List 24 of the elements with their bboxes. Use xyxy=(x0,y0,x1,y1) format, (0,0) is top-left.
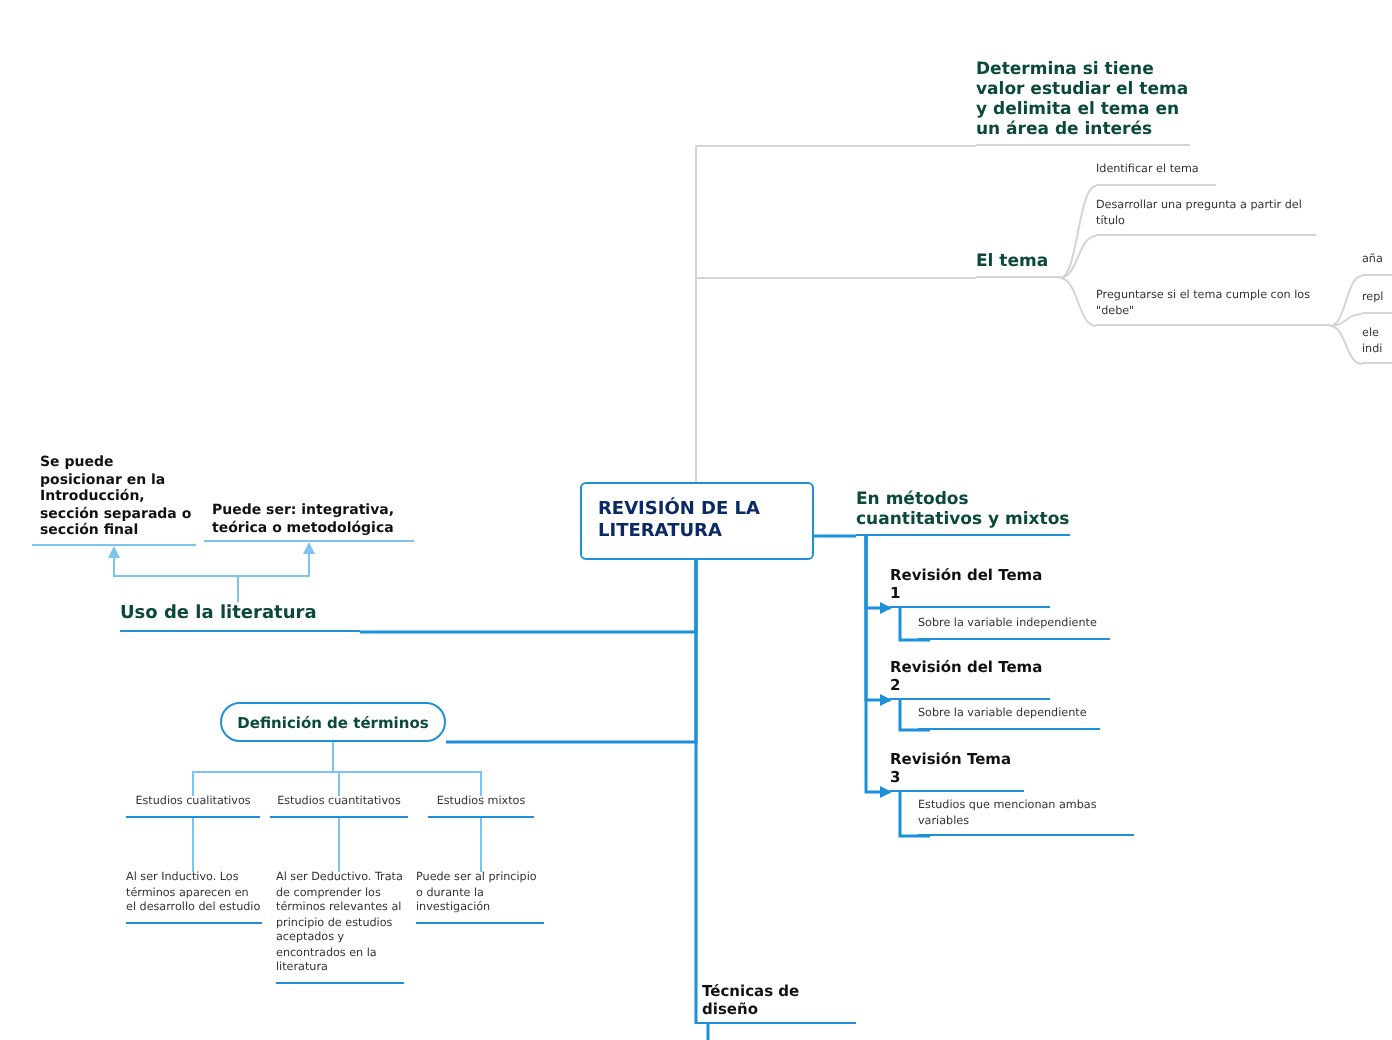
connector-line xyxy=(1059,185,1097,279)
connector-line xyxy=(898,608,930,642)
connector-line xyxy=(1329,325,1363,365)
connector-line xyxy=(898,792,930,838)
connector-line xyxy=(1329,275,1363,327)
topic-label: El tema xyxy=(976,252,1060,278)
connector-line xyxy=(338,817,340,873)
connector-line xyxy=(192,817,194,873)
central-topic-box: REVISIÓN DE LA LITERATURA xyxy=(580,482,814,560)
connector-line xyxy=(446,560,698,744)
topic-label: Uso de la literatura xyxy=(120,602,360,632)
connector-line xyxy=(1059,277,1097,327)
topic-label: En métodos cuantitativos y mixtos xyxy=(856,490,1070,536)
connector-line xyxy=(1329,313,1363,327)
connector-line xyxy=(480,817,482,873)
connector-line xyxy=(898,700,930,732)
connector-line xyxy=(864,536,892,798)
connector-line xyxy=(332,741,482,797)
connector-line xyxy=(814,534,856,538)
topic-label: Determina si tiene valor estudiar el tema y delimita el tema en un área de interés xyxy=(976,60,1190,146)
connector-line xyxy=(695,277,977,483)
connector-line xyxy=(237,542,315,603)
connector-line xyxy=(1059,235,1097,279)
connector-line xyxy=(706,1024,710,1040)
